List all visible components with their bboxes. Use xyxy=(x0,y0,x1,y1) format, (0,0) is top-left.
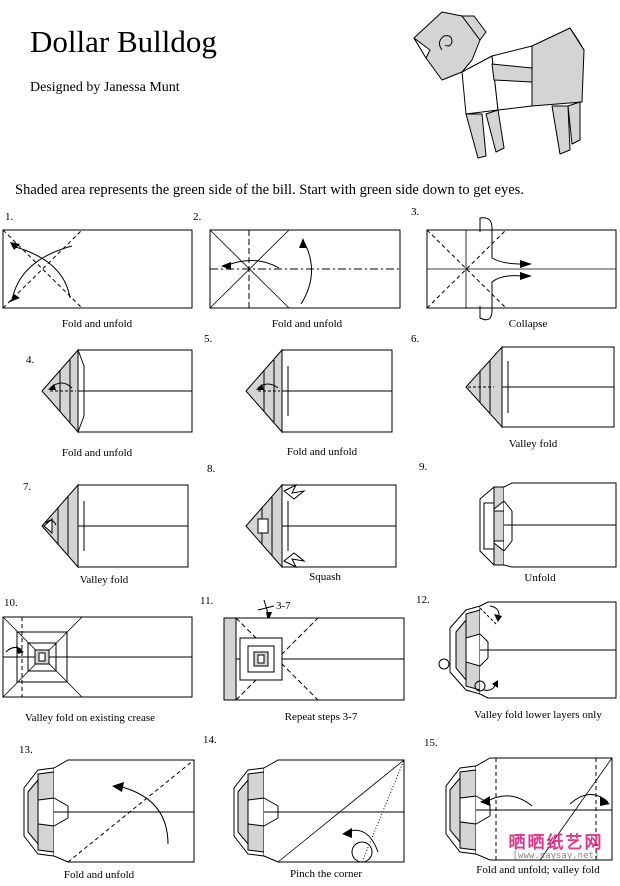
step-11-caption: Repeat steps 3-7 xyxy=(284,711,358,723)
step-7-diagram xyxy=(40,481,192,571)
step-3-diagram xyxy=(426,214,620,326)
site-watermark: 晒晒纸艺网 [www.saysay.net] xyxy=(498,828,614,861)
step-3-caption: Collapse xyxy=(508,318,548,330)
step-10-number: 10. xyxy=(4,597,18,609)
step-3-number: 3. xyxy=(411,206,420,218)
page-title: Dollar Bulldog xyxy=(30,24,217,59)
step-2-diagram xyxy=(209,228,403,312)
step-8-caption: Squash xyxy=(309,571,341,583)
step-14-number: 14. xyxy=(203,734,217,746)
step-9-number: 9. xyxy=(419,461,428,473)
step-10-diagram xyxy=(2,616,194,700)
watermark-text: 晒晒纸艺网 xyxy=(508,833,604,853)
step-15-caption: Fold and unfold; valley fold xyxy=(476,864,600,876)
step-1-caption: Fold and unfold xyxy=(61,318,133,330)
step-1-number: 1. xyxy=(5,211,14,223)
step-5-caption: Fold and unfold xyxy=(286,446,358,458)
step-4-diagram xyxy=(40,346,195,436)
instructions-intro: Shaded area represents the green side of… xyxy=(15,182,524,198)
step-13-diagram xyxy=(18,758,196,868)
step-5-number: 5. xyxy=(204,333,213,345)
step-2-number: 2. xyxy=(193,211,202,223)
step-7-number: 7. xyxy=(23,481,32,493)
step-13-number: 13. xyxy=(19,744,33,756)
step-11-annotation: 3-7 xyxy=(276,600,291,612)
step-8-number: 8. xyxy=(207,463,216,475)
step-14-caption: Pinch the corner xyxy=(289,868,363,880)
step-15-diagram xyxy=(440,756,620,864)
step-13-caption: Fold and unfold xyxy=(63,869,135,881)
step-1-diagram xyxy=(2,228,194,312)
bulldog-illustration xyxy=(402,10,592,160)
step-4-number: 4. xyxy=(26,354,35,366)
step-12-caption: Valley fold lower layers only xyxy=(474,709,602,721)
step-8-diagram xyxy=(244,481,400,573)
step-9-caption: Unfold xyxy=(524,572,556,584)
step-9-diagram xyxy=(470,481,620,571)
step-7-caption: Valley fold xyxy=(79,574,129,586)
step-6-number: 6. xyxy=(411,333,420,345)
step-6-caption: Valley fold xyxy=(508,438,558,450)
step-12-diagram xyxy=(436,598,618,702)
step-11-number: 11. xyxy=(200,595,214,607)
watermark-url: [www.saysay.net] xyxy=(512,851,600,861)
step-14-diagram xyxy=(228,758,410,870)
step-10-caption: Valley fold on existing crease xyxy=(24,712,156,724)
step-11-diagram xyxy=(222,594,408,704)
step-4-caption: Fold and unfold xyxy=(61,447,133,459)
step-5-diagram xyxy=(244,346,396,436)
step-2-caption: Fold and unfold xyxy=(271,318,343,330)
step-12-number: 12. xyxy=(416,594,430,606)
designer-credit: Designed by Janessa Munt xyxy=(30,80,180,95)
step-15-number: 15. xyxy=(424,737,438,749)
step-6-diagram xyxy=(464,343,616,433)
